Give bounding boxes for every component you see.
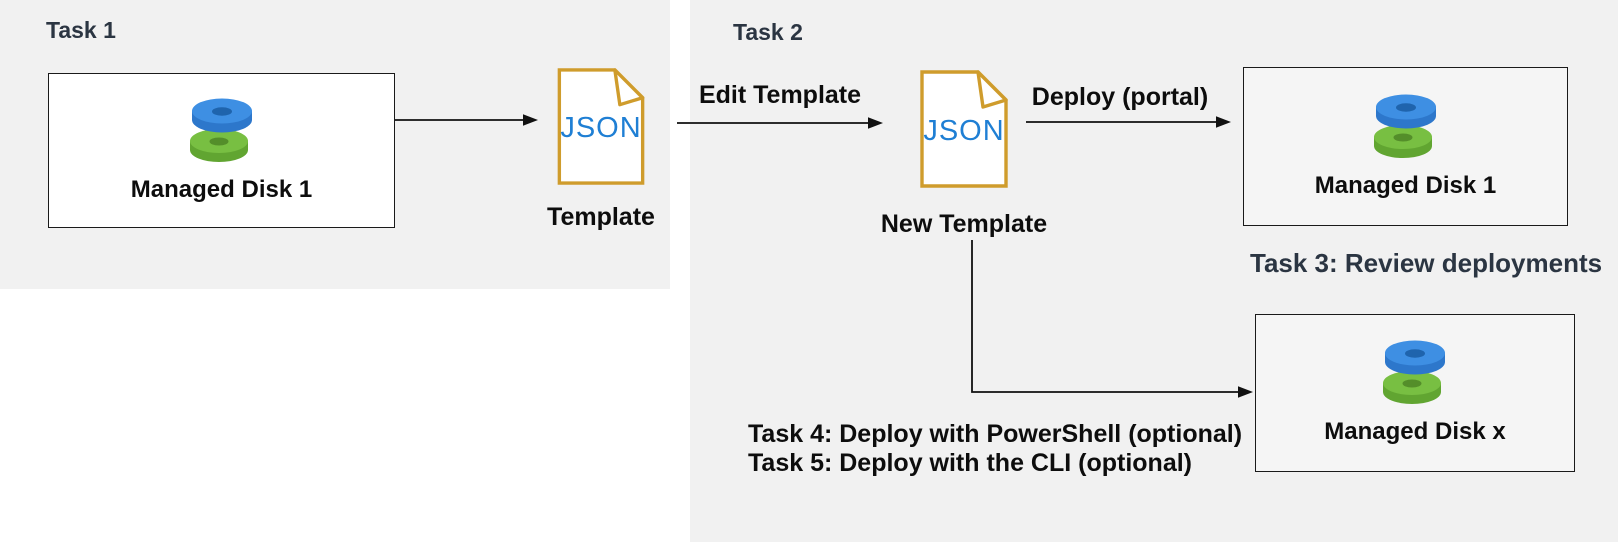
disk-green-layer [189,128,248,162]
managed-disk-icon [1373,94,1438,160]
task1-heading: Task 1 [46,17,116,43]
new-template-caption: New Template [880,210,1048,238]
task3-caption: Task 3: Review deployments [1250,248,1603,278]
task5-caption: Task 5: Deploy with the CLI (optional) [748,449,1192,477]
managed-disk-x-label: Managed Disk x [1324,418,1506,445]
managed-disk-1-source-box: Managed Disk 1 [48,73,395,228]
new-template-json-file: JSON [920,70,1008,188]
disk-blue-layer [191,98,252,132]
edit-template-label: Edit Template [698,81,862,109]
json-file-icon [557,68,645,189]
task4-caption: Task 4: Deploy with PowerShell (optional… [748,420,1243,448]
managed-disk-1-deployed-label: Managed Disk 1 [1314,171,1497,199]
deploy-portal-label: Deploy (portal) [1031,83,1209,111]
disk-blue-layer [1375,94,1436,128]
managed-disk-icon [1383,340,1447,406]
managed-disk-x-box: Managed Disk x [1255,314,1575,472]
task2-heading: Task 2 [733,19,803,45]
task4-task5-captions: Task 4: Deploy with PowerShell (optional… [748,420,1248,478]
json-file-text: JSON [923,114,1005,147]
disk-green-layer [1383,371,1441,404]
disk-blue-layer [1385,340,1445,375]
disk-green-layer [1373,124,1432,158]
json-file-icon [920,70,1008,192]
managed-disk-icon [189,98,254,164]
template-json-file: JSON [557,68,645,185]
json-file-text: JSON [560,112,642,144]
managed-disk-1-deployed-box: Managed Disk 1 [1243,67,1568,226]
template-caption: Template [547,203,655,231]
managed-disk-1-label: Managed Disk 1 [130,175,313,203]
